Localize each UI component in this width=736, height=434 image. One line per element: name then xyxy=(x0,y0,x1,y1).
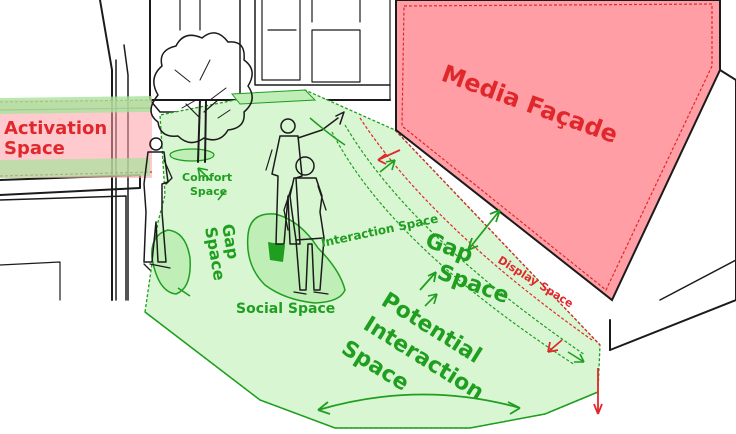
comfort-space-label-1: Comfort xyxy=(182,171,232,184)
person-left-standing xyxy=(143,137,173,271)
media-facade-screen: Media Façade xyxy=(395,0,721,302)
comfort-space-label-2: Space xyxy=(190,185,227,198)
activation-space-label-1: Activation xyxy=(4,118,107,139)
social-space-label: Social Space xyxy=(236,301,335,317)
tree-illustration xyxy=(150,32,253,163)
display-space-bands xyxy=(331,117,593,366)
activation-space-label-2: Space xyxy=(4,138,65,159)
potential-interaction-ground xyxy=(144,89,601,429)
comfort-space-zone xyxy=(151,148,215,295)
distance-arrows xyxy=(177,117,603,415)
person-back-pointing xyxy=(265,111,345,245)
person-front-woman xyxy=(283,156,329,295)
activation-space-zone xyxy=(0,96,153,178)
